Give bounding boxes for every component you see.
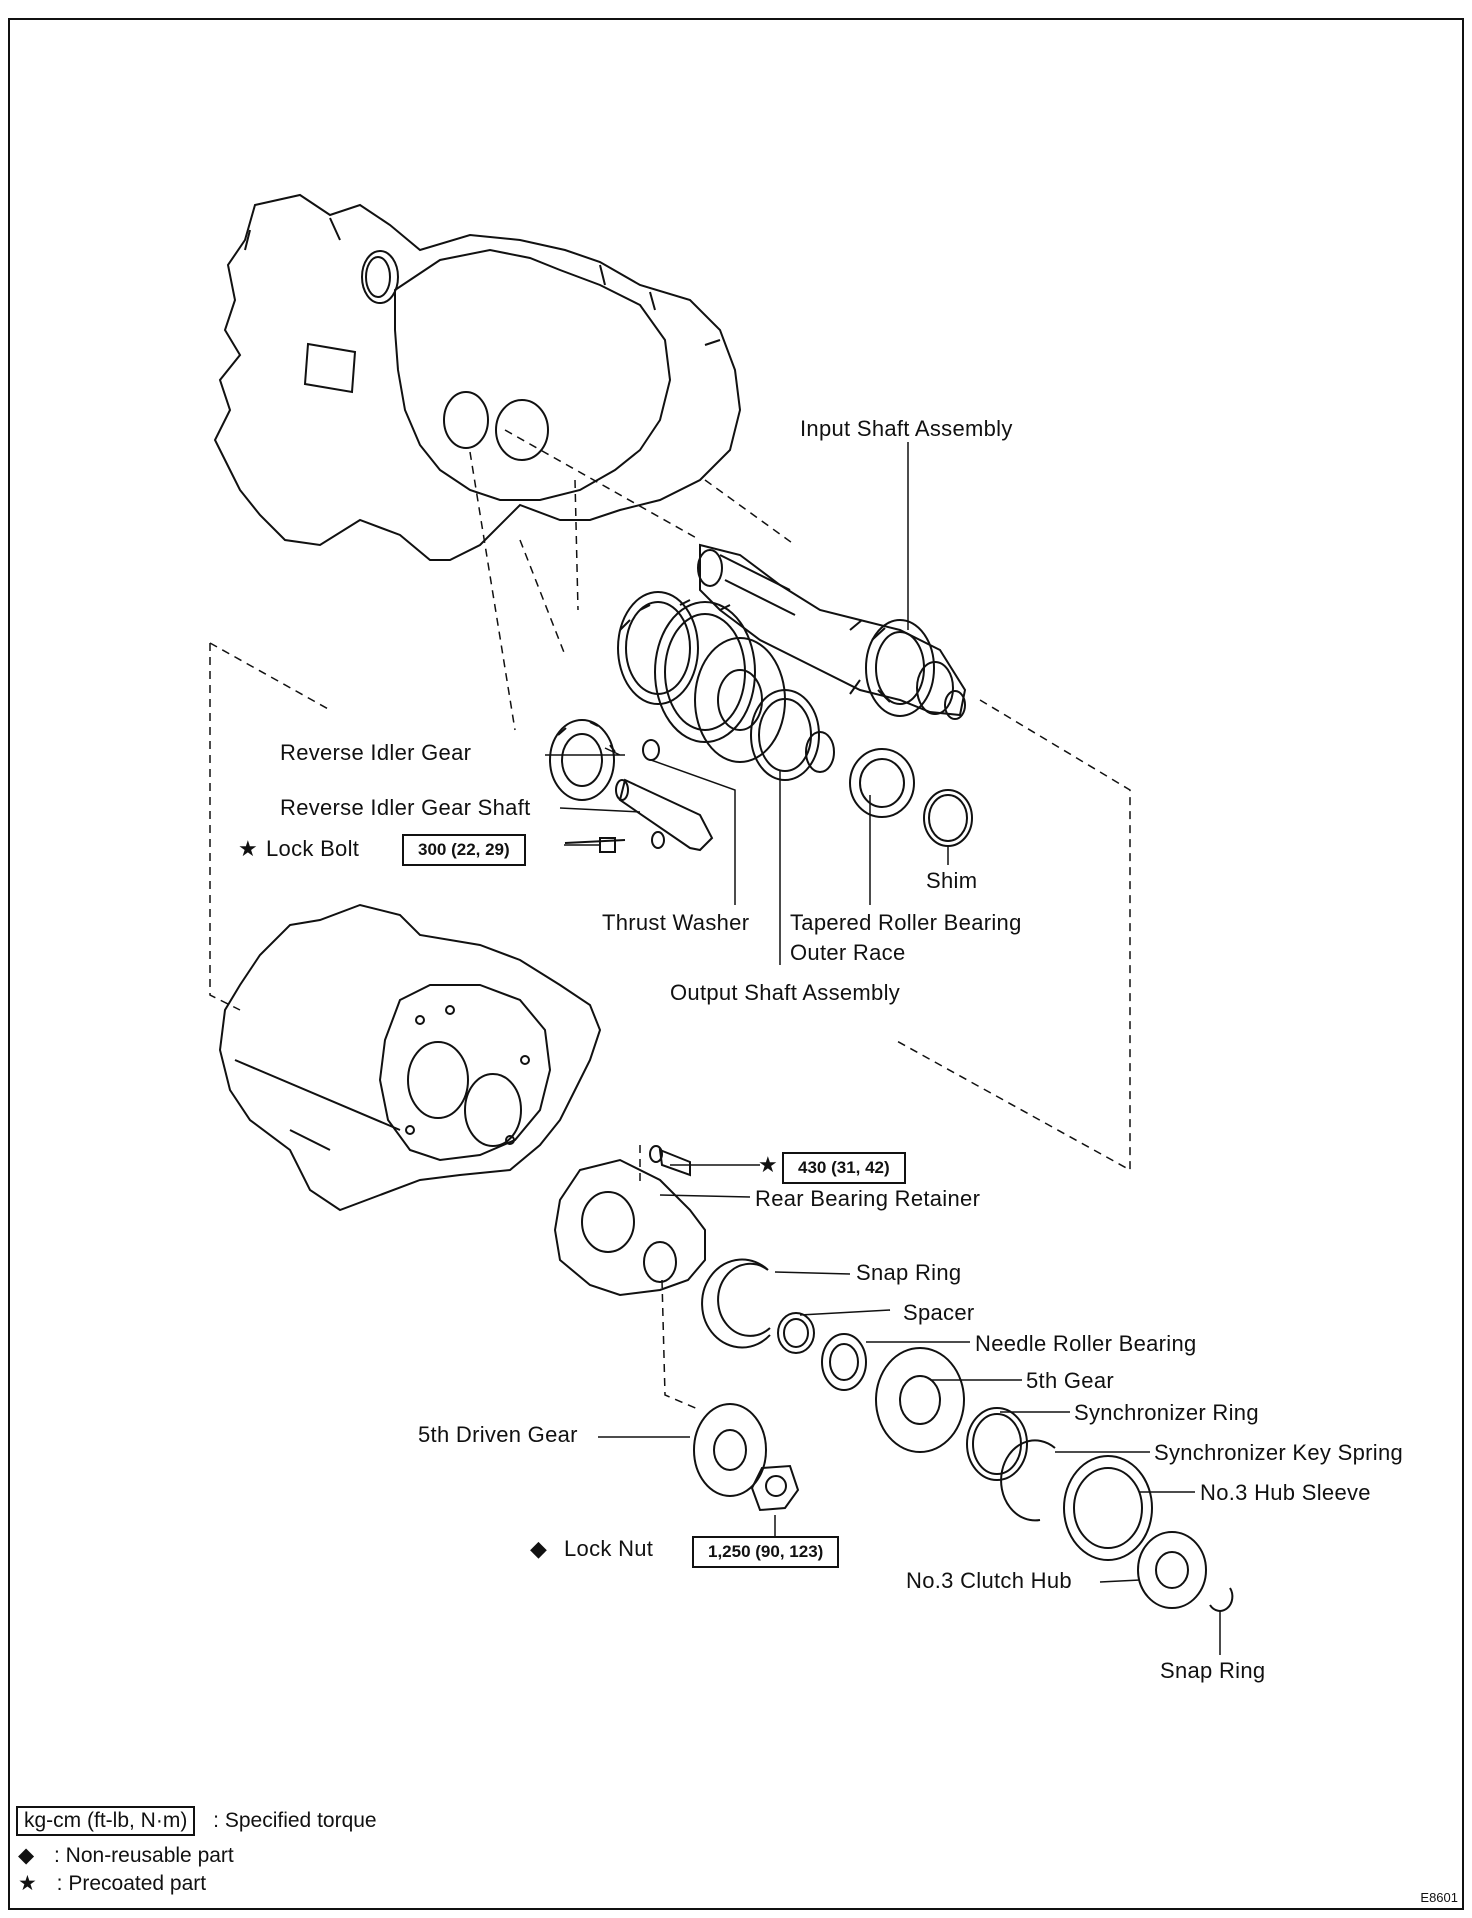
legend-star-symbol: ★ — [18, 1872, 37, 1895]
label-snap-ring: Snap Ring — [856, 1260, 962, 1285]
legend-diamond-desc: : Non-reusable part — [54, 1844, 234, 1867]
label-rear-bearing-retainer: Rear Bearing Retainer — [755, 1186, 981, 1211]
label-input-shaft-assembly: Input Shaft Assembly — [800, 416, 1013, 441]
reverse-idler-parts — [549, 719, 714, 853]
legend-star-desc: : Precoated part — [56, 1872, 207, 1895]
legend-torque-unit: kg-cm (ft-lb, N·m) — [16, 1806, 196, 1836]
upper-alignment-lines — [209, 429, 1131, 1172]
legend-diamond-row: ◆ : Non-reusable part — [18, 1844, 234, 1868]
label-spacer: Spacer — [903, 1300, 975, 1325]
star-symbol: ★ — [238, 836, 258, 861]
bearing-race-and-shim — [849, 748, 973, 847]
torque-retainer-bolt: 430 (31, 42) — [782, 1152, 906, 1184]
label-synchronizer-key-spring: Synchronizer Key Spring — [1154, 1440, 1404, 1465]
label-thrust-washer: Thrust Washer — [602, 910, 750, 935]
legend-star-row: ★ : Precoated part — [18, 1872, 206, 1896]
label-outer-race: Outer Race — [790, 940, 906, 965]
output-shaft-illustration — [617, 591, 835, 781]
label-output-shaft-assembly: Output Shaft Assembly — [670, 980, 901, 1005]
label-no3-hub-sleeve: No.3 Hub Sleeve — [1200, 1480, 1371, 1505]
label-no3-clutch-hub: No.3 Clutch Hub — [906, 1568, 1072, 1593]
label-lock-bolt: Lock Bolt — [266, 836, 360, 861]
diamond-symbol: ◆ — [530, 1536, 547, 1561]
label-tapered-roller-bearing: Tapered Roller Bearing — [790, 910, 1022, 935]
label-reverse-idler-gear: Reverse Idler Gear — [280, 740, 472, 765]
figure-reference: E8601 — [1420, 1890, 1458, 1905]
label-reverse-idler-gear-shaft: Reverse Idler Gear Shaft — [280, 795, 531, 820]
label-synchronizer-ring: Synchronizer Ring — [1074, 1400, 1259, 1425]
leader-lines — [545, 442, 1221, 1655]
label-shim: Shim — [926, 868, 978, 893]
label-needle-roller-bearing: Needle Roller Bearing — [975, 1331, 1197, 1356]
label-fifth-gear: 5th Gear — [1026, 1368, 1115, 1393]
input-shaft-illustration — [697, 543, 967, 720]
label-fifth-driven-gear: 5th Driven Gear — [418, 1422, 578, 1447]
star-symbol: ★ — [758, 1152, 778, 1177]
upper-case-illustration — [213, 193, 742, 561]
fifth-gear-parts — [693, 1258, 1234, 1612]
label-lock-nut: Lock Nut — [564, 1536, 654, 1561]
legend-torque-row: kg-cm (ft-lb, N·m) : Specified torque — [16, 1806, 377, 1836]
diagram-frame — [8, 18, 1464, 1910]
torque-lock-nut: 1,250 (90, 123) — [692, 1536, 840, 1568]
lower-alignment-lines — [639, 1145, 701, 1411]
torque-lock-bolt: 300 (22, 29) — [402, 834, 526, 866]
lower-case-illustration — [218, 903, 602, 1212]
legend-torque-desc: : Specified torque — [213, 1809, 377, 1832]
label-snap-ring-end: Snap Ring — [1160, 1658, 1266, 1683]
rear-bearing-retainer-illustration — [553, 1145, 706, 1297]
legend-diamond-symbol: ◆ — [18, 1844, 35, 1867]
